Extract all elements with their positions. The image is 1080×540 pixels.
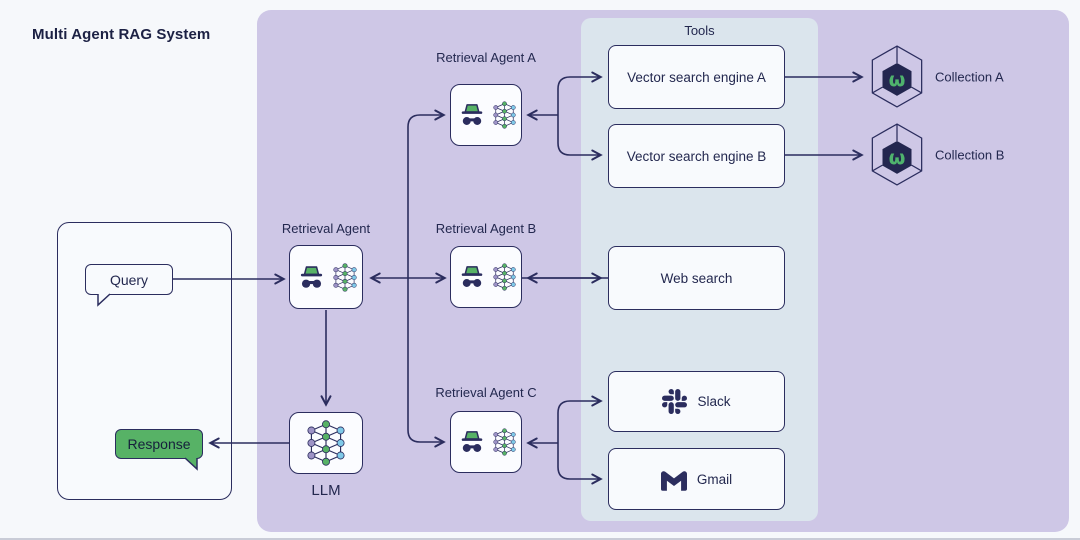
retrieval-agent-box: [289, 245, 363, 309]
tool-web-search: Web search: [608, 246, 785, 310]
response-label: Response: [127, 436, 191, 452]
tool-vector-search-a-label: Vector search engine A: [627, 69, 766, 85]
tool-vector-search-b-label: Vector search engine B: [626, 148, 767, 164]
tool-slack: Slack: [608, 371, 785, 432]
retrieval-agent-b-label: Retrieval Agent B: [435, 221, 537, 236]
collection-b-label: Collection B: [935, 147, 1005, 163]
retrieval-agent-a-box: [450, 84, 522, 146]
retrieval-agent-label: Retrieval Agent: [281, 221, 371, 236]
neural-network-icon: [492, 426, 517, 458]
response-bubble: Response: [115, 429, 203, 459]
llm-box: [289, 412, 363, 474]
query-bubble: Query: [85, 264, 173, 295]
neural-network-icon: [492, 261, 517, 293]
neural-network-icon: [492, 99, 517, 131]
llm-label: LLM: [311, 482, 341, 499]
incognito-agent-icon: [456, 100, 488, 130]
query-label: Query: [109, 271, 149, 288]
tool-slack-label: Slack: [697, 394, 731, 409]
tools-panel-title: Tools: [684, 23, 715, 38]
collection-a-label: Collection A: [935, 69, 1004, 85]
slack-icon: [662, 389, 687, 414]
collection-b-hexagon-icon: [868, 122, 926, 187]
incognito-agent-icon: [456, 427, 488, 457]
incognito-agent-icon: [295, 262, 328, 293]
retrieval-agent-c-label: Retrieval Agent C: [435, 385, 537, 400]
tool-gmail-label: Gmail: [696, 471, 733, 487]
retrieval-agent-a-label: Retrieval Agent A: [436, 50, 536, 65]
bottom-edge-line: [0, 538, 1080, 540]
collection-a-hexagon-icon: [868, 44, 926, 109]
retrieval-agent-b-box: [450, 246, 522, 308]
neural-network-icon: [332, 261, 358, 294]
gmail-icon: [661, 468, 687, 494]
tool-web-search-label: Web search: [660, 270, 733, 286]
incognito-agent-icon: [456, 262, 488, 292]
page-title: Multi Agent RAG System: [32, 26, 211, 43]
tool-vector-search-a: Vector search engine A: [608, 45, 785, 109]
neural-network-icon: [305, 418, 347, 468]
tool-gmail: Gmail: [608, 448, 785, 510]
tool-vector-search-b: Vector search engine B: [608, 124, 785, 188]
retrieval-agent-c-box: [450, 411, 522, 473]
